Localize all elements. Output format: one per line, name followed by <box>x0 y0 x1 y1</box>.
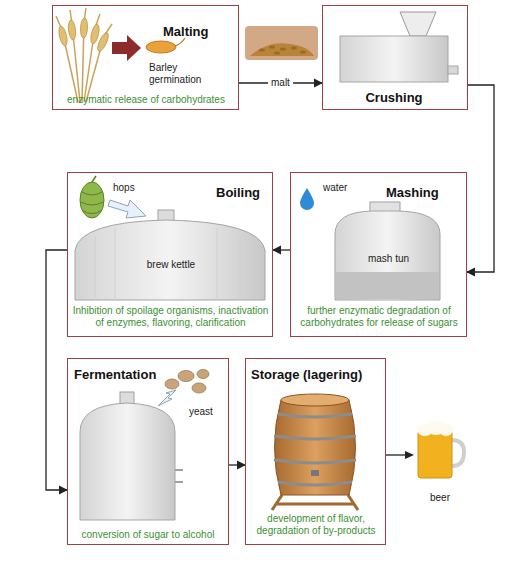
fermentation-tank <box>80 392 183 520</box>
step-description: conversion of sugar to alcohol <box>70 529 226 541</box>
process-box: Storage (lagering) development of flavor,… <box>245 358 386 545</box>
arrowhead <box>405 451 414 459</box>
flow-arrow <box>229 464 245 465</box>
step-title: Crushing <box>323 90 465 106</box>
flow-arrow <box>386 454 406 455</box>
flow-arrow <box>467 85 494 272</box>
picture-label: water <box>323 182 347 194</box>
picture-label: Barley germination <box>149 62 229 86</box>
picture-label: yeast <box>189 406 213 418</box>
step-description: Inhibition of spoilage organisms, inacti… <box>71 305 270 329</box>
process-box: water Mashing mash tun further enzymatic de… <box>290 172 467 337</box>
picture-label: beer <box>430 492 450 504</box>
input-arrow <box>158 390 176 406</box>
wooden-barrel <box>272 394 358 510</box>
process-box: Fermentation yeast conversion of sugar to … <box>67 358 229 545</box>
edge-label: malt <box>268 77 293 89</box>
malt-photo <box>245 26 318 60</box>
picture-label: mash tun <box>336 253 441 265</box>
wheat-illustration <box>56 8 112 102</box>
step-description: further enzymatic degradation of carbohy… <box>294 305 464 329</box>
flow-arrow <box>46 250 67 490</box>
picture-label: brew kettle <box>123 259 219 271</box>
process-box: hops Boiling brew kettleInhibition of spoi… <box>67 172 273 337</box>
beer-mug <box>417 421 464 478</box>
yeast-cells <box>165 370 209 394</box>
process-arrow <box>112 35 141 61</box>
picture-label: hops <box>113 182 135 194</box>
mash-tun <box>335 202 440 300</box>
step-title: Fermentation <box>74 367 156 383</box>
brew-kettle <box>75 210 265 300</box>
crusher-machine <box>340 12 458 82</box>
step-description: enzymatic release of carbohydrates <box>56 94 236 106</box>
process-box: Crushing <box>322 5 468 110</box>
step-title: Malting <box>163 24 209 40</box>
flow-arrow <box>273 249 290 250</box>
water-drop <box>300 188 314 210</box>
step-title: Storage (lagering) <box>251 367 362 383</box>
barley-seed <box>146 38 185 53</box>
input-arrow <box>108 200 146 218</box>
step-title: Boiling <box>216 185 260 201</box>
step-description: development of flavor, degradation of by… <box>249 513 383 537</box>
hop-cone <box>80 176 104 218</box>
process-box: MaltingBarley germination enzymatic relea… <box>52 5 239 110</box>
step-title: Mashing <box>386 185 439 201</box>
